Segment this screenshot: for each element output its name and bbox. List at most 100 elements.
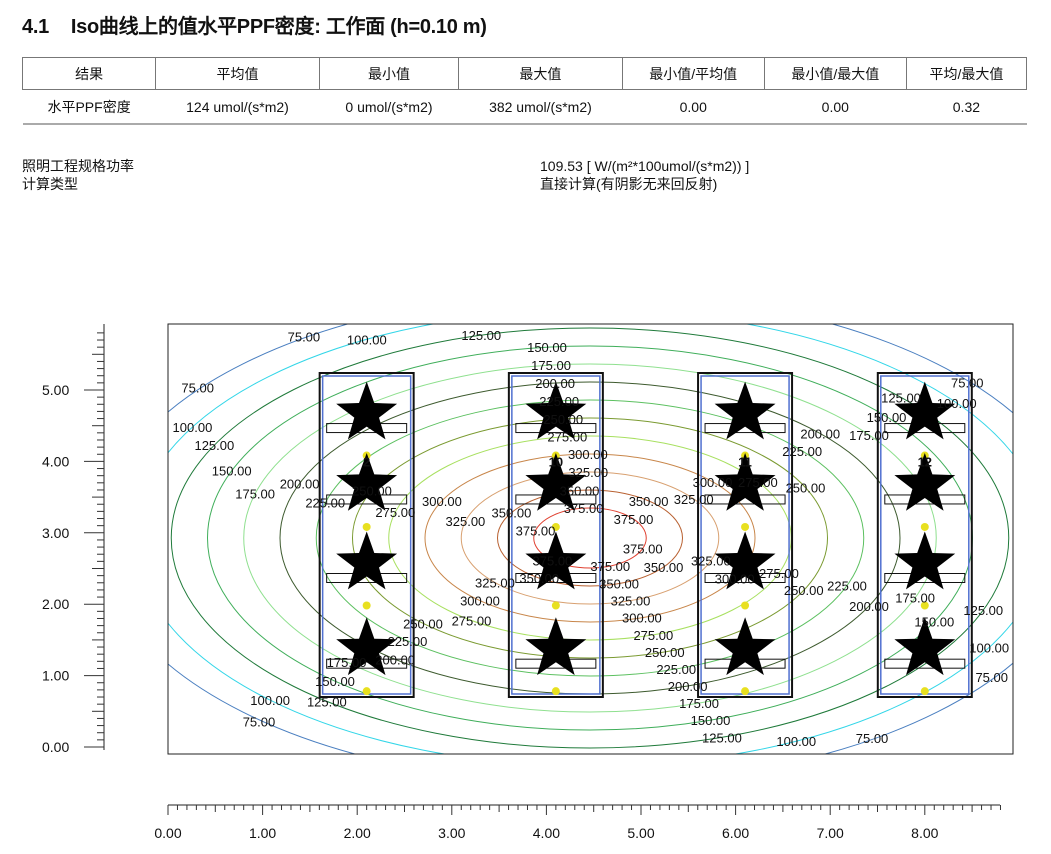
- section-number: 4.1: [22, 16, 49, 38]
- contour-line: [460, 471, 720, 605]
- luminaire-marker: [551, 522, 560, 531]
- table-cell: 0.00: [622, 89, 765, 125]
- y-tick-label: 0.00: [42, 739, 69, 755]
- table-cell: 水平PPF密度: [22, 89, 156, 125]
- table-cell: 382 umol/(s*m2): [458, 89, 623, 125]
- table-cell: 0.32: [906, 89, 1027, 125]
- table-cell: 0 umol/(s*m2): [319, 89, 459, 125]
- contour-label: 325.00: [674, 492, 714, 507]
- contour-label: 350.00: [492, 506, 532, 521]
- luminaire-number: 2: [363, 454, 370, 469]
- contour-label: 125.00: [881, 390, 921, 405]
- contour-label: 375.00: [533, 553, 573, 568]
- contour-label: 300.00: [422, 494, 462, 509]
- contour-label: 150.00: [691, 713, 731, 728]
- luminaire-number: 10: [549, 454, 563, 469]
- contour-label: 300.00: [622, 611, 662, 626]
- contour-label: 225.00: [782, 444, 822, 459]
- contour-lines: [168, 324, 1013, 754]
- contour-label: 250.00: [352, 483, 392, 498]
- luminaire-marker: [741, 687, 750, 696]
- luminaire-symbol: [336, 381, 398, 440]
- luminaire-symbol: [336, 531, 398, 590]
- luminaire-marker: [551, 687, 560, 696]
- contour-label: 250.00: [645, 645, 685, 660]
- x-tick-label: 6.00: [722, 825, 749, 841]
- contour-label: 75.00: [951, 376, 984, 391]
- col-header: 平均值: [155, 57, 320, 90]
- contour-label: 225.00: [827, 578, 867, 593]
- contour-line: [170, 327, 1010, 749]
- luminaire-symbol: [714, 531, 776, 590]
- luminaire-symbol: [894, 617, 956, 676]
- contour-line: [497, 489, 683, 587]
- info-value-calc-type: 直接计算(有阴影无来回反射): [540, 176, 718, 192]
- luminaire-marker: [741, 522, 750, 531]
- contour-label: 325.00: [691, 554, 731, 569]
- contour-label: 225.00: [388, 634, 428, 649]
- contour-label: 250.00: [403, 616, 443, 631]
- contour-label: 250.00: [786, 481, 826, 496]
- luminaire-symbol: [894, 531, 956, 590]
- contour-label: 250.00: [784, 583, 824, 598]
- luminaire-symbol: [525, 453, 587, 511]
- contour-labels: 375.00375.00375.00375.00375.00375.00350.…: [173, 328, 1010, 749]
- contour-label: 275.00: [759, 566, 799, 581]
- contour-label: 300.00: [568, 447, 608, 462]
- contour-label: 150.00: [914, 615, 954, 630]
- y-tick-label: 4.00: [42, 453, 69, 469]
- luminaire-row-frame: [876, 372, 973, 698]
- luminaire-marker: [920, 687, 929, 696]
- results-table: 结果 平均值 最小值 最大值 最小值/平均值 最小值/最大值 平均/最大值 水平…: [21, 57, 1028, 125]
- contour-line: [352, 417, 828, 659]
- col-header: 最小值/最大值: [763, 57, 907, 90]
- contour-label: 200.00: [849, 599, 889, 614]
- contour-label: 300.00: [693, 475, 733, 490]
- luminaire-symbol: [894, 381, 956, 440]
- luminaire-symbol: [525, 531, 587, 590]
- contour-label: 175.00: [327, 655, 367, 670]
- contour-label: 325.00: [611, 594, 651, 609]
- contour-label: 125.00: [307, 694, 347, 709]
- luminaire-row-frame: [318, 372, 415, 698]
- luminaire-symbol: [714, 453, 776, 511]
- contour-label: 100.00: [347, 332, 387, 347]
- contour-label: 350.00: [629, 494, 669, 509]
- luminaire-symbol: [336, 617, 398, 676]
- contour-label: 275.00: [452, 613, 492, 628]
- luminaire-marker: [920, 601, 929, 610]
- contour-line: [533, 507, 647, 569]
- contour-label: 375.00: [614, 512, 654, 527]
- section-heading: Iso曲线上的值水平PPF密度: 工作面 (h=0.10 m): [70, 16, 487, 38]
- y-tick-label: 5.00: [42, 382, 69, 398]
- contour-label: 350.00: [644, 560, 684, 575]
- contour-label: 350.00: [599, 577, 639, 592]
- contour-label: 125.00: [194, 438, 234, 453]
- x-tick-label: 5.00: [627, 825, 654, 841]
- contour-label: 300.00: [460, 594, 500, 609]
- luminaire-marker: [362, 522, 371, 531]
- contour-label: 75.00: [975, 670, 1008, 685]
- x-tick-label: 8.00: [911, 825, 938, 841]
- luminaire-symbol: [525, 617, 587, 676]
- y-axis: 0.001.002.003.004.005.00: [42, 324, 105, 755]
- luminaire-number: 12: [918, 454, 932, 469]
- table-cell: 124 umol/(s*m2): [155, 89, 320, 125]
- contour-label: 375.00: [590, 559, 630, 574]
- contour-label: 175.00: [895, 591, 935, 606]
- contour-label: 150.00: [212, 464, 252, 479]
- col-header: 平均/最大值: [905, 57, 1028, 90]
- luminaire-marker: [551, 601, 560, 610]
- luminaire-symbol: [525, 381, 587, 440]
- contour-label: 100.00: [776, 734, 816, 749]
- col-header: 最小值/平均值: [621, 57, 765, 90]
- contour-label: 200.00: [668, 679, 708, 694]
- col-header: 最小值: [318, 57, 460, 90]
- luminaire-marker: [362, 601, 371, 610]
- contour-line: [424, 453, 756, 623]
- col-header: 最大值: [458, 57, 623, 90]
- section-title: 4.1 Iso曲线上的值水平PPF密度: 工作面 (h=0.10 m): [22, 10, 487, 39]
- luminaire-symbol: [894, 453, 956, 511]
